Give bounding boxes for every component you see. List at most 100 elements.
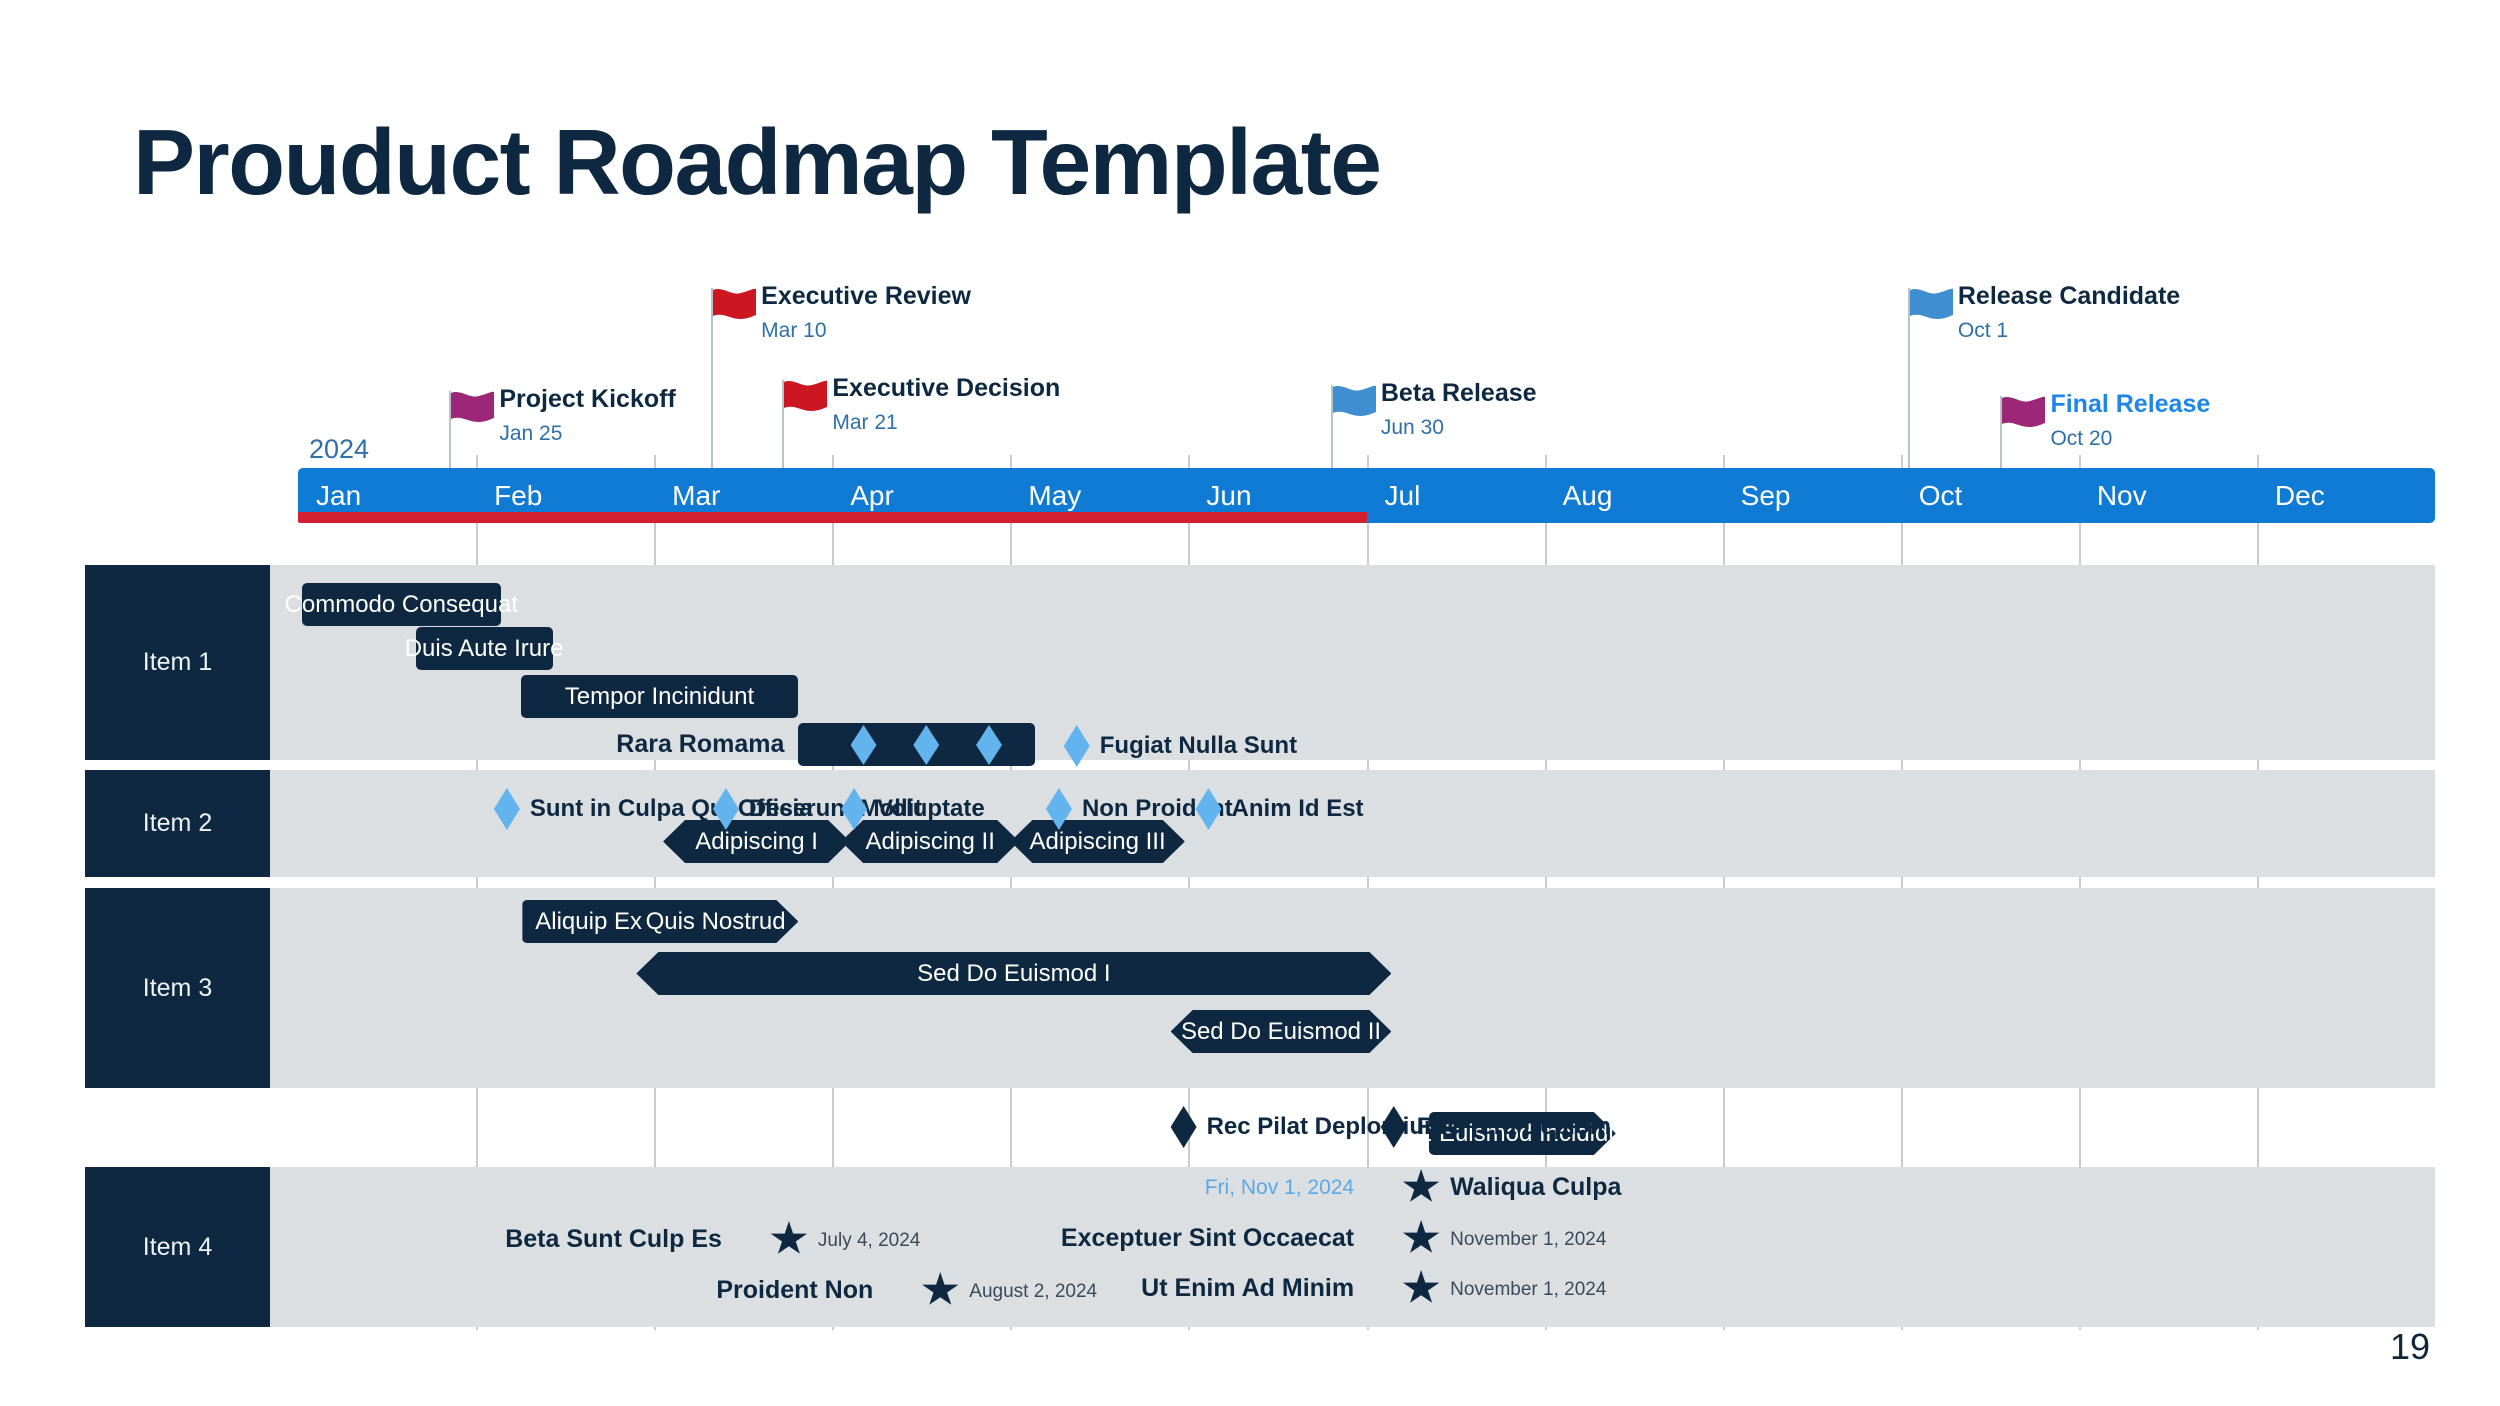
flag-pole bbox=[1907, 288, 1910, 468]
star-label: Ut Enim Ad Minim bbox=[1141, 1274, 1355, 1302]
flag-date: Mar 10 bbox=[761, 319, 827, 342]
flag-title: Final Release bbox=[2050, 390, 2211, 418]
task-bar[interactable]: Adipiscing II bbox=[841, 820, 1019, 863]
task-bar-label: V2 Euismod Incididunt bbox=[1402, 1119, 1642, 1147]
task-bar-label: Commodo Consequat bbox=[284, 590, 519, 618]
task-bar[interactable]: Rara Romama bbox=[616, 723, 1036, 766]
flag-icon bbox=[782, 380, 828, 420]
flag-pole bbox=[449, 391, 452, 468]
bar-diamond-icon bbox=[850, 725, 877, 765]
star-date: November 1, 2024 bbox=[1450, 1279, 1607, 1300]
month-label-feb[interactable]: Feb bbox=[476, 468, 654, 523]
star-date: November 1, 2024 bbox=[1450, 1229, 1607, 1250]
row-lane bbox=[270, 770, 2435, 877]
flag-date: Mar 21 bbox=[832, 411, 898, 434]
row-label-item-4[interactable]: Item 4 bbox=[85, 1167, 270, 1327]
flag-date: Jan 25 bbox=[499, 422, 563, 445]
flag-date: Jun 30 bbox=[1380, 416, 1444, 439]
month-label-dec[interactable]: Dec bbox=[2257, 468, 2435, 523]
task-bar[interactable]: Duis Aute Irure bbox=[405, 627, 563, 670]
month-label-text: Jul bbox=[1384, 479, 1421, 511]
task-bar[interactable]: Sed Do Euismod I bbox=[636, 952, 1391, 995]
row-label-item-3[interactable]: Item 3 bbox=[85, 888, 270, 1088]
flag-pole bbox=[711, 288, 714, 468]
month-label-text: Jan bbox=[316, 479, 362, 511]
roadmap-row-2: Item 2 Adipiscing I Adipiscing II Adipiscin… bbox=[85, 770, 2435, 877]
month-label-jan[interactable]: Jan bbox=[298, 468, 476, 523]
flag-date: Oct 1 bbox=[1957, 319, 2009, 342]
month-label-text: Nov bbox=[2096, 479, 2147, 511]
month-label-text: Sep bbox=[1740, 479, 1791, 511]
star-date: August 2, 2024 bbox=[969, 1281, 1098, 1302]
task-bar-outside-label: Rara Romama bbox=[616, 730, 785, 758]
task-bar[interactable]: Adipiscing I bbox=[663, 820, 850, 863]
flag-pole bbox=[782, 380, 785, 468]
month-label-text: Feb bbox=[494, 479, 543, 511]
flag-date: Oct 20 bbox=[2050, 427, 2113, 450]
task-bar[interactable]: Tempor Incinidunt bbox=[520, 675, 799, 718]
month-label-sep[interactable]: Sep bbox=[1723, 468, 1901, 523]
task-bar-label: Tempor Incinidunt bbox=[564, 682, 755, 710]
month-label-text: May bbox=[1028, 479, 1082, 511]
flag-icon bbox=[711, 288, 757, 328]
diamond-label: Rec Tera Deplom bbox=[1416, 1113, 1612, 1140]
flag-pole bbox=[2000, 396, 2003, 468]
star-label: Exceptuer Sint Occaecat bbox=[1060, 1224, 1355, 1252]
task-bar-label: Adipiscing III bbox=[1029, 827, 1166, 855]
diamond-label: Sunt in Culpa Qui Officia bbox=[529, 795, 813, 822]
star-date: July 4, 2024 bbox=[817, 1230, 921, 1251]
diamond-label: Voluptate bbox=[877, 795, 985, 822]
timeline-progress-bar bbox=[298, 512, 1367, 523]
task-bar-label: Adipiscing I bbox=[695, 827, 818, 855]
diamond-label: Anim Id Est bbox=[1231, 795, 1364, 822]
row-label-item-1[interactable]: Item 1 bbox=[85, 565, 270, 760]
bar-diamond-icon bbox=[913, 725, 940, 765]
task-bar-label: Sed Do Euismod I bbox=[917, 959, 1111, 987]
flag-title: Project Kickoff bbox=[499, 385, 676, 413]
flag-icon bbox=[2000, 396, 2046, 436]
month-label-aug[interactable]: Aug bbox=[1545, 468, 1723, 523]
month-label-text: Oct bbox=[1918, 479, 1963, 511]
month-label-text: Dec bbox=[2274, 479, 2325, 511]
row-label-item-2[interactable]: Item 2 bbox=[85, 770, 270, 877]
flag-title: Beta Release bbox=[1380, 379, 1537, 407]
task-bar-label: Sed Do Euismod II bbox=[1180, 1017, 1382, 1045]
month-label-text: Mar bbox=[672, 479, 721, 511]
star-label: Proident Non bbox=[716, 1276, 874, 1304]
task-bar[interactable]: V2 Euismod Incididunt bbox=[1429, 1112, 1616, 1155]
diamond-label: Rec Pilat Deplomiunt bbox=[1206, 1113, 1447, 1140]
task-bar-label: Adipiscing II bbox=[865, 827, 995, 855]
star-label: Beta Sunt Culp Es bbox=[505, 1225, 722, 1253]
flag-title: Executive Decision bbox=[832, 374, 1061, 402]
task-bar[interactable]: Adipiscing III bbox=[1010, 820, 1185, 863]
task-bar[interactable]: Sed Do Euismod II bbox=[1171, 1010, 1392, 1053]
task-bar-label: Aliquip Ex bbox=[535, 907, 642, 935]
month-label-may[interactable]: May bbox=[1010, 468, 1188, 523]
flag-icon bbox=[1331, 385, 1377, 425]
diamond-icon bbox=[1170, 1106, 1197, 1148]
task-bar[interactable]: Commodo Consequat bbox=[285, 583, 518, 626]
diamond-label: Deserunt Mollit bbox=[748, 795, 923, 822]
month-label-text: Aug bbox=[1562, 479, 1613, 511]
row-lane bbox=[270, 565, 2435, 760]
flag-icon bbox=[449, 391, 495, 431]
month-label-oct[interactable]: Oct bbox=[1901, 468, 2079, 523]
month-label-text: Apr bbox=[850, 479, 894, 511]
month-label-mar[interactable]: Mar bbox=[654, 468, 832, 523]
star-date: Fri, Nov 1, 2024 bbox=[1204, 1176, 1355, 1199]
month-label-jul[interactable]: Jul bbox=[1367, 468, 1545, 523]
page-number: 19 bbox=[2389, 1326, 2430, 1367]
diamond-label: Fugiat Nulla Sunt bbox=[1099, 732, 1298, 759]
bar-diamond-icon bbox=[976, 725, 1003, 765]
month-label-jun[interactable]: Jun bbox=[1188, 468, 1366, 523]
flag-pole bbox=[1330, 385, 1333, 468]
month-label-apr[interactable]: Apr bbox=[832, 468, 1010, 523]
star-label: Waliqua Culpa bbox=[1450, 1173, 1622, 1201]
task-bar-label-2: Quis Nostrud bbox=[645, 907, 786, 935]
month-label-nov[interactable]: Nov bbox=[2079, 468, 2257, 523]
